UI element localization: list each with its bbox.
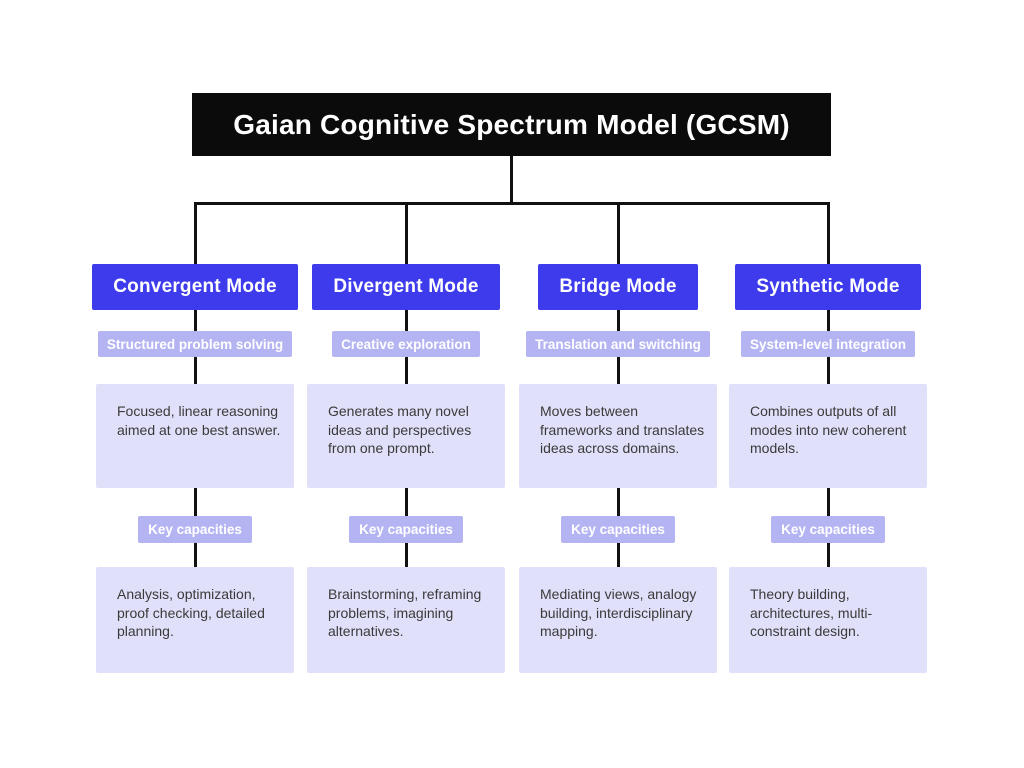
capacities-box-synthetic: Theory building, architectures, multi-co… <box>729 567 927 673</box>
connector-line <box>193 488 197 516</box>
key-capacities-chip: Key capacities <box>138 516 252 543</box>
connector-line <box>826 357 830 384</box>
mode-header-convergent: Convergent Mode <box>92 264 298 310</box>
mode-header-divergent: Divergent Mode <box>312 264 500 310</box>
capacities-box-bridge: Mediating views, analogy building, inter… <box>519 567 717 673</box>
connector-line <box>616 488 620 516</box>
description-box-synthetic: Combines outputs of all modes into new c… <box>729 384 927 488</box>
connector-drop-synthetic <box>827 202 830 264</box>
mode-header-bridge: Bridge Mode <box>538 264 698 310</box>
subtitle-chip-divergent: Creative exploration <box>332 331 480 357</box>
connector-horizontal-bar <box>194 202 830 205</box>
key-capacities-chip: Key capacities <box>349 516 463 543</box>
column-divergent: Divergent Mode Creative exploration Gene… <box>300 264 512 673</box>
diagram-title: Gaian Cognitive Spectrum Model (GCSM) <box>192 93 831 156</box>
connector-line <box>193 310 197 331</box>
connector-line <box>616 310 620 331</box>
mode-header-synthetic: Synthetic Mode <box>735 264 921 310</box>
description-box-bridge: Moves between frameworks and translates … <box>519 384 717 488</box>
connector-line <box>193 543 197 567</box>
subtitle-chip-bridge: Translation and switching <box>526 331 710 357</box>
connector-line <box>826 310 830 331</box>
connector-title-stem <box>510 155 513 203</box>
column-convergent: Convergent Mode Structured problem solvi… <box>89 264 301 673</box>
capacities-box-convergent: Analysis, optimization, proof checking, … <box>96 567 294 673</box>
description-box-convergent: Focused, linear reasoning aimed at one b… <box>96 384 294 488</box>
connector-line <box>404 357 408 384</box>
connector-line <box>616 543 620 567</box>
connector-drop-bridge <box>617 202 620 264</box>
connector-line <box>404 310 408 331</box>
subtitle-chip-convergent: Structured problem solving <box>97 331 293 357</box>
connector-line <box>404 543 408 567</box>
connector-line <box>616 357 620 384</box>
connector-line <box>404 488 408 516</box>
key-capacities-chip: Key capacities <box>771 516 885 543</box>
connector-line <box>193 357 197 384</box>
connector-line <box>826 543 830 567</box>
description-box-divergent: Generates many novel ideas and perspecti… <box>307 384 505 488</box>
connector-line <box>826 488 830 516</box>
connector-drop-divergent <box>405 202 408 264</box>
column-synthetic: Synthetic Mode System-level integration … <box>722 264 934 673</box>
column-bridge: Bridge Mode Translation and switching Mo… <box>512 264 724 673</box>
subtitle-chip-synthetic: System-level integration <box>740 331 916 357</box>
connector-drop-convergent <box>194 202 197 264</box>
key-capacities-chip: Key capacities <box>561 516 675 543</box>
capacities-box-divergent: Brainstorming, reframing problems, imagi… <box>307 567 505 673</box>
